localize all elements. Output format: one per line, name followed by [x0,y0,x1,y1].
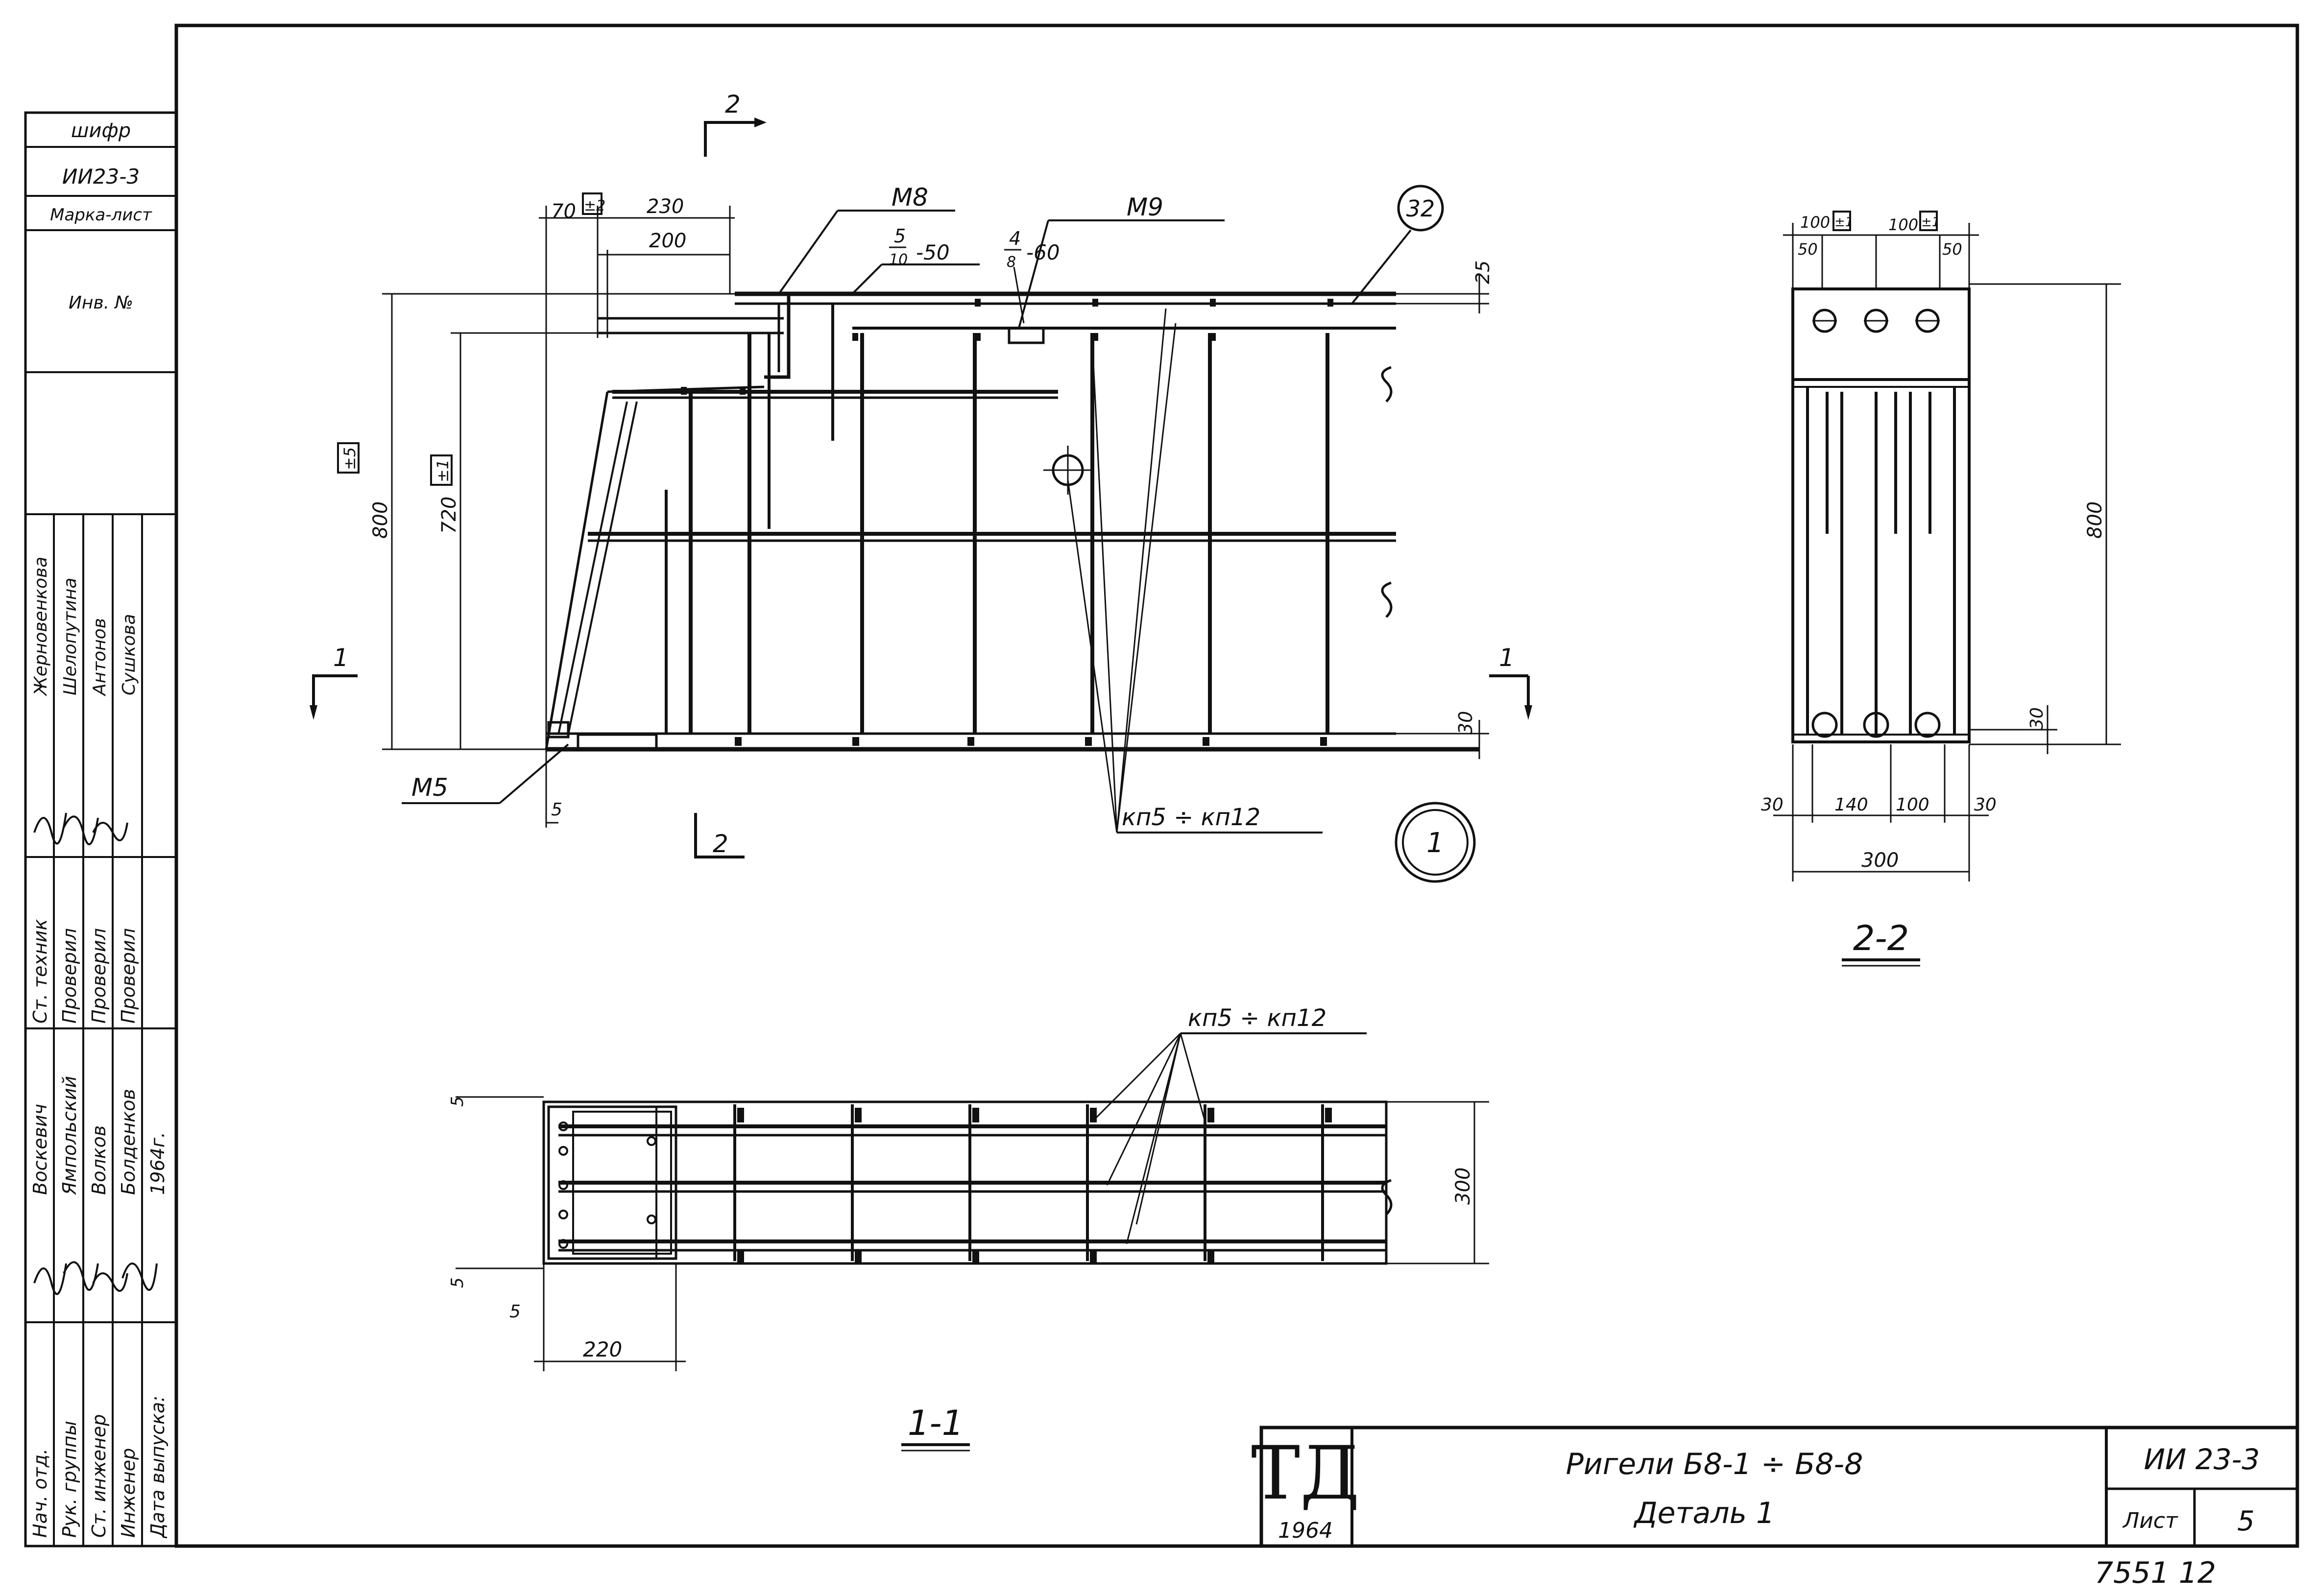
sheet-number: 5 [2237,1505,2255,1537]
role-checked-2: Проверил [88,928,110,1024]
plan-stirrups [733,1104,1324,1261]
name-sushkova: Сушкова [119,614,139,695]
dim22-100a: 100 [1800,213,1830,232]
tol22-1b: ±1 [1921,215,1940,230]
role-release-date: Дата выпуска: [147,1396,169,1539]
balloon-32-label: 32 [1406,195,1435,222]
view-2-2-section: 100 ±1 100 ±1 50 50 800 30 30 140 100 30… [1761,211,2121,967]
role-head-dept: Нач. отд. [29,1449,51,1538]
weld1-num: 5 [894,225,906,247]
side-stamp: шифр ИИ23-3 Марка-лист Инв. № Нач. отд. … [24,111,178,1548]
dim-25: 25 [1472,261,1494,284]
weld1-len: -50 [916,240,950,264]
dim-800: 800 [369,501,392,539]
label-kp-view1: кп5 ÷ кп12 [1122,804,1260,831]
logo-year: 1964 [1278,1518,1333,1543]
weld2-num: 4 [1009,228,1021,249]
stirrups [665,304,1329,735]
role-group-lead: Рук. группы [59,1421,80,1538]
dim22-b140: 140 [1834,795,1868,815]
section-2-top: 2 [725,90,741,119]
tol-5: ±5 [340,447,359,470]
name-antonov: Антонов [90,618,110,696]
dim-70: 70 [551,200,576,223]
inv-label: Инв. № [69,293,133,313]
label-m9: М9 [1127,193,1163,221]
name-voskevich: Воскевич [29,1104,51,1195]
cipher-label: шифр [71,119,131,142]
view-1-number: 1 [1426,827,1444,859]
inventory-number: 7551 12 [2095,1556,2216,1590]
top-bars [1812,309,1940,333]
weld2-len: -60 [1026,240,1060,264]
signature-scribbles [33,812,158,1295]
section-2-bottom: 2 [713,830,728,858]
role-checked-3: Проверил [118,928,139,1024]
dim-230: 230 [647,195,684,218]
section-1-left: 1 [333,643,349,672]
role-senior-engineer: Ст. инженер [88,1414,110,1538]
weld1-den: 10 [889,251,908,268]
logo-td: ТД [1251,1431,1360,1516]
dim22-b100: 100 [1896,795,1929,815]
dim22-b300: 300 [1861,849,1899,872]
drawing-subtitle: Деталь 1 [1633,1496,1775,1530]
view-2-2-title: 2-2 [1853,918,1909,958]
dim-200: 200 [649,230,686,252]
cipher-value: ИИ23-3 [62,165,140,189]
break-mark-top [1381,366,1393,403]
dim11-5a: 5 [448,1096,467,1107]
name-shelopulina: Шелопутина [60,578,80,696]
dim22-800: 800 [2084,501,2106,539]
view-1-elevation: 70 ±2 230 200 25 800 ±5 720 ±1 30 5 2 2 … [310,90,1532,883]
mark-sheet-label: Марка-лист [50,205,152,225]
dim22-50b: 50 [1942,240,1962,259]
dim-30: 30 [1455,711,1476,735]
weld2-den: 8 [1007,254,1016,271]
drawing-title: Ригели Б8-1 ÷ Б8-8 [1566,1447,1863,1481]
dim11-5b: 5 [448,1277,467,1288]
label-kp-view11: кп5 ÷ кп12 [1188,1004,1326,1032]
dim22-b30b: 30 [1974,795,1997,815]
view-1-1-plan: кп5 ÷ кп12 300 5 5 5 220 1-1 [448,1004,1489,1452]
dim22-100b: 100 [1888,215,1918,234]
tol22-1a: ±1 [1834,215,1853,230]
weld-marks [681,299,1333,746]
tol-1: ±1 [434,459,452,482]
section-1-right: 1 [1499,643,1515,672]
sheet-label: Лист [2122,1508,2178,1533]
name-volkov: Волков [88,1125,110,1195]
bottom-bars [1811,712,1941,738]
break-mark-bottom [1381,581,1393,618]
dim-720: 720 [438,497,460,534]
title-block: ТД 1964 Ригели Б8-1 ÷ Б8-8 Деталь 1 ИИ 2… [1251,1426,2299,1548]
role-engineer: Инженер [118,1448,139,1538]
name-yampolsky: Ямпольский [59,1076,80,1195]
dim11-5: 5 [509,1302,521,1322]
name-boldenkov: Болденков [118,1089,139,1195]
name-zhernovenkova: Жерновенкова [31,557,51,696]
release-year: 1964г. [147,1132,169,1195]
tol-2: ±2 [584,197,605,214]
dim-5: 5 [551,800,562,820]
label-m5: М5 [411,773,448,802]
sheet-frame [174,24,2299,1548]
role-checked-1: Проверил [59,928,80,1024]
label-m8: М8 [892,183,928,212]
drawing-code: ИИ 23-3 [2144,1443,2260,1476]
dim22-b30a: 30 [1761,795,1784,815]
role-senior-tech: Ст. техник [29,919,51,1024]
dim22-50a: 50 [1798,240,1818,259]
dim11-300: 300 [1452,1167,1474,1205]
view-1-1-title: 1-1 [908,1403,964,1443]
balloon-32 [1397,185,1444,232]
dim11-220: 220 [583,1337,622,1361]
dim22-30: 30 [2027,707,2047,730]
